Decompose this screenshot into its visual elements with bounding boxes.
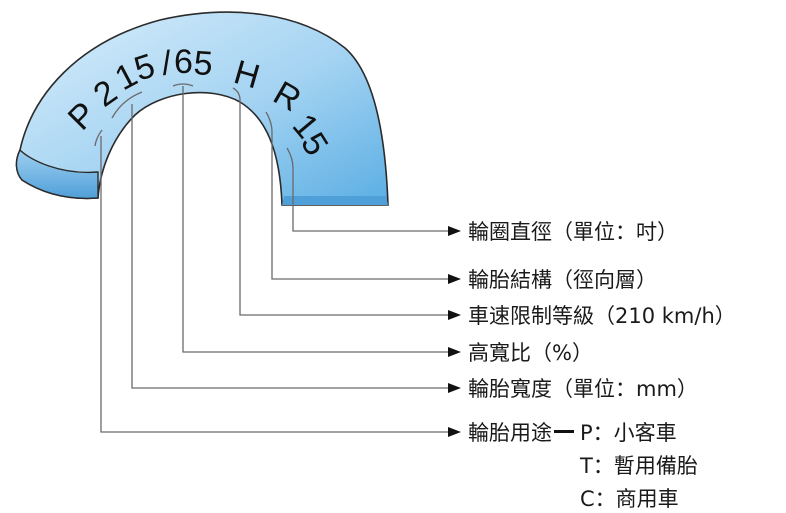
leader-width — [111, 91, 448, 389]
tire-cut-face — [15, 148, 99, 200]
leader-construction — [265, 111, 448, 280]
label-rim-diameter: 輪圈直徑（單位：吋） — [468, 220, 678, 244]
leader-speed-rating — [232, 87, 448, 316]
arrow-width — [448, 383, 461, 393]
label-construction: 輪胎結構（徑向層） — [468, 268, 657, 292]
labels: 輪圈直徑（單位：吋） 輪胎結構（徑向層） 車速限制等級（210 km/h） 高寬… — [468, 220, 736, 511]
label-usage-t: T：暫用備胎 — [579, 454, 698, 478]
label-width: 輪胎寬度（單位：mm） — [468, 377, 698, 401]
code-char-6: 6 — [174, 43, 193, 81]
leader-usage — [94, 129, 448, 433]
code-char-5b: 5 — [192, 44, 214, 83]
leader-aspect-ratio — [172, 83, 448, 353]
tire-right-face — [282, 196, 388, 205]
usage-dash — [554, 430, 574, 433]
arrow-construction — [448, 274, 461, 284]
arrow-rim-diameter — [448, 226, 461, 236]
label-usage: 輪胎用途 — [468, 421, 552, 445]
arrow-speed-rating — [448, 310, 461, 320]
arrowheads — [448, 226, 461, 437]
leader-rim-diameter — [286, 147, 448, 232]
label-usage-p: P：小客車 — [580, 421, 677, 445]
label-speed-rating: 車速限制等級（210 km/h） — [468, 304, 736, 328]
label-aspect-ratio: 高寬比（%） — [468, 341, 593, 365]
arrow-aspect-ratio — [448, 347, 461, 357]
label-usage-c: C：商用車 — [580, 487, 679, 511]
arrow-usage — [448, 427, 461, 437]
leader-lines — [94, 83, 448, 433]
